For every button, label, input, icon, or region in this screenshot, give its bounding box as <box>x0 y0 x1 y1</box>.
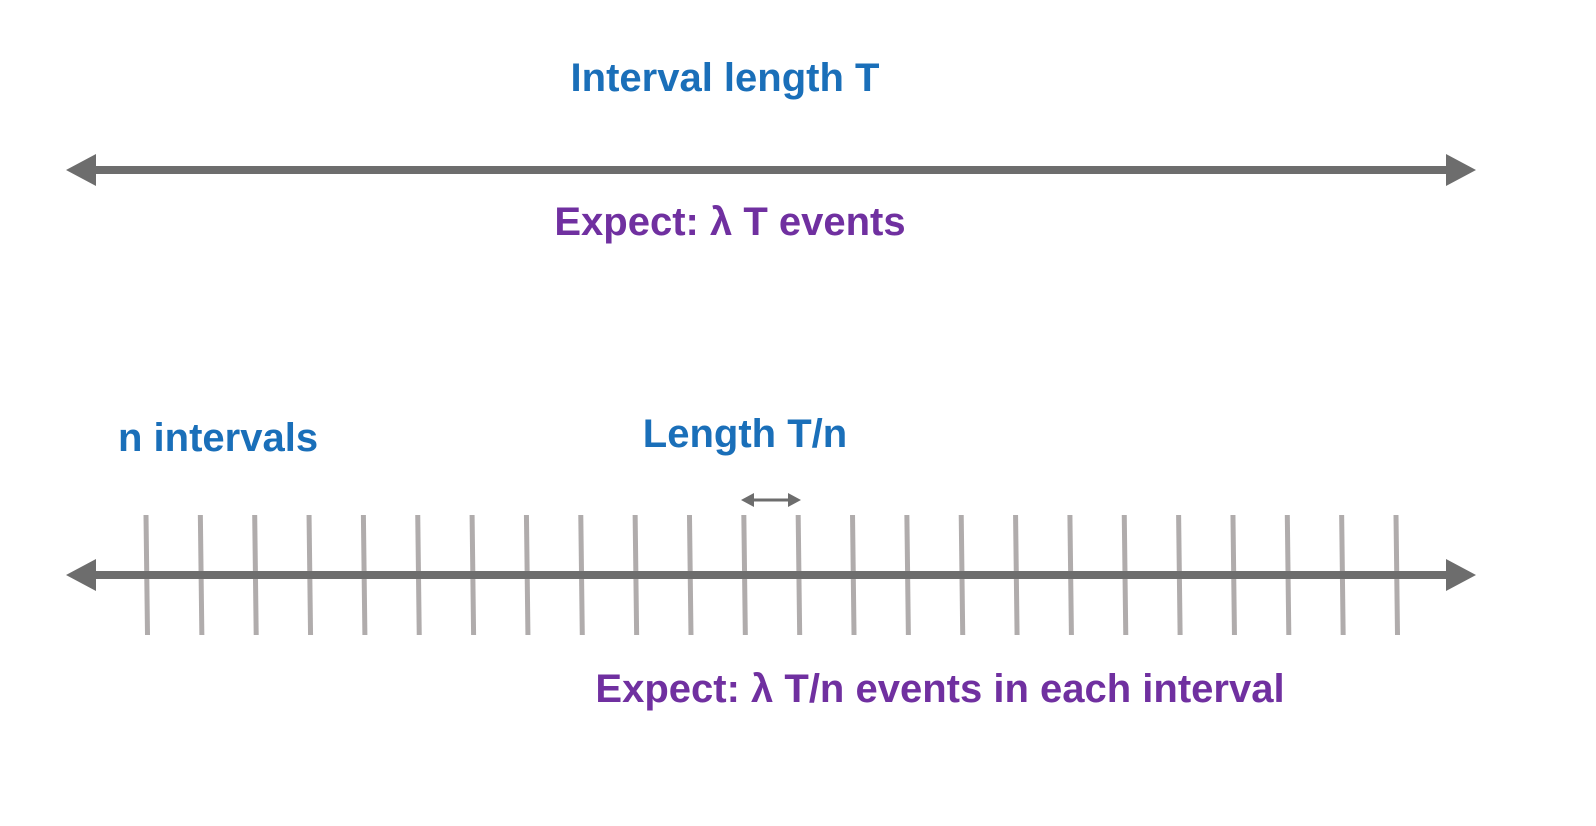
bottom-arrow-left-head <box>66 559 96 591</box>
top-arrow-right-head <box>1446 154 1476 186</box>
sub-arrow-left-head <box>741 493 754 507</box>
top-interval-arrow <box>66 154 1476 186</box>
interval-length-label: Interval length T <box>570 56 880 100</box>
bottom-arrow-right-head <box>1446 559 1476 591</box>
expect-per-interval-label: Expect: λ T/n events in each interval <box>595 667 1285 711</box>
expect-total-label: Expect: λ T events <box>554 200 906 244</box>
bottom-interval-arrow <box>66 559 1476 591</box>
sub-arrow-right-head <box>788 493 801 507</box>
n-intervals-label: n intervals <box>118 416 319 460</box>
sub-interval-length-label: Length T/n <box>642 412 848 456</box>
top-arrow-left-head <box>66 154 96 186</box>
sub-interval-arrow <box>741 493 801 507</box>
